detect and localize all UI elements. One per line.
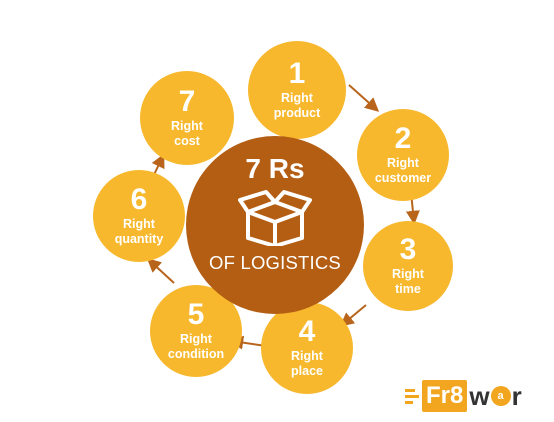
step-number: 2 [394,122,412,155]
center-subtitle: OF LOGISTICS [209,252,341,273]
arrow-1-to-2 [348,84,380,112]
step-number: 7 [178,85,196,118]
step-number: 6 [130,183,148,216]
box-icon [238,190,312,246]
center-hub: 7 Rs OF LOGISTICS [186,136,364,314]
step-number: 3 [399,233,417,266]
step-number: 4 [298,315,316,348]
step-number: 1 [288,57,306,90]
arrow-3-to-4 [339,304,367,327]
arrow-5-to-6 [146,258,175,284]
logo-fr8-text: Fr8 [422,380,468,412]
logo-a-mark: a [490,386,511,406]
center-title: 7 Rs [245,153,305,184]
speed-lines-icon [405,388,419,404]
step-number: 5 [187,298,205,331]
